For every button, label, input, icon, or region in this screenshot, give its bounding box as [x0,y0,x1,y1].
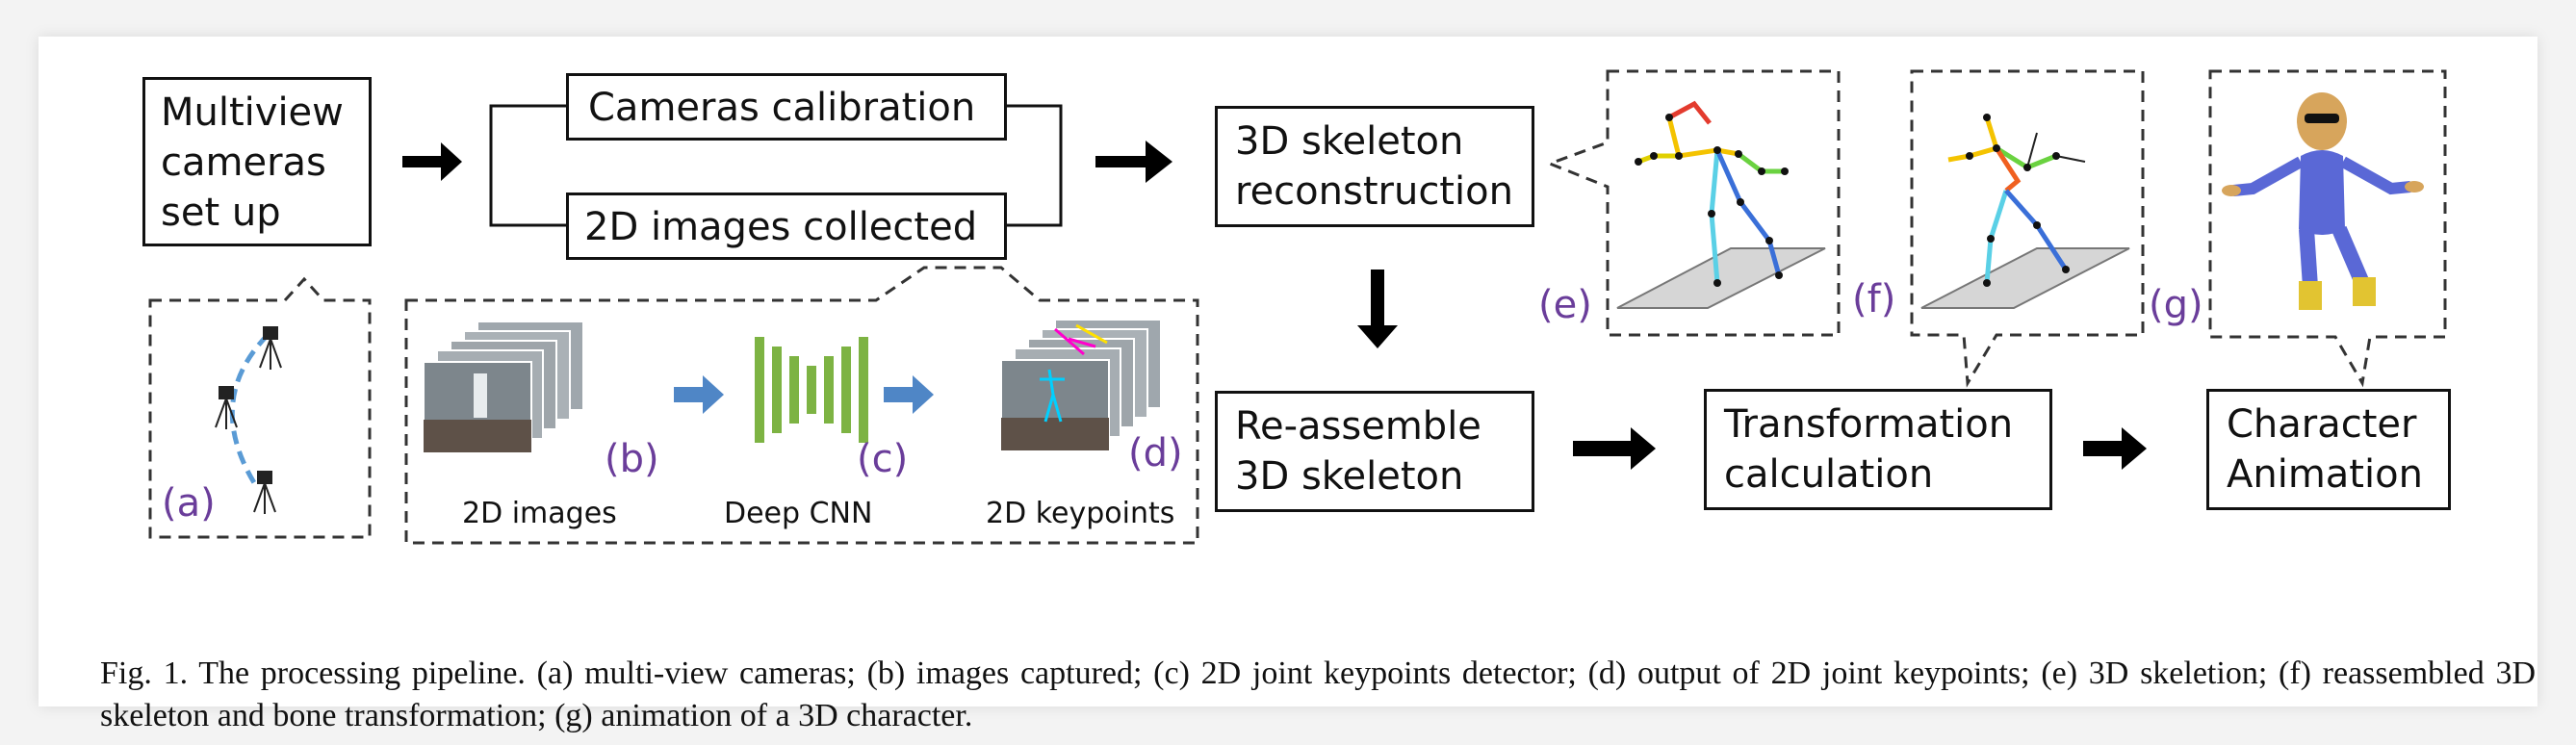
label-e: (e) [1538,283,1592,327]
collected-label: 2D images collected [584,205,978,249]
figure-card: Multiview cameras set up Cameras calibra… [39,37,2537,733]
multiview-box: Multiview cameras set up [142,77,372,246]
callout-bcd [404,266,1199,545]
figure-caption: Fig. 1. The processing pipeline. (a) mul… [100,655,2536,733]
calibration-box: Cameras calibration [566,73,1007,141]
caption-deep-cnn: Deep CNN [724,497,873,530]
pipeline-graphics [148,69,2447,545]
camera-arc [229,333,270,491]
collected-box: 2D images collected [566,193,1007,260]
character-g [2222,92,2424,310]
bracket-right [1007,104,1063,227]
calibration-label: Cameras calibration [588,86,976,130]
skeleton-f [1920,114,2130,309]
blue-arrow-1 [674,375,724,414]
reassemble-box: Re-assemble 3D skeleton [1215,391,1534,512]
label-d: (d) [1128,431,1183,475]
callout-a [148,276,372,539]
cnn-bars [755,337,868,443]
label-g: (g) [2149,283,2203,327]
blue-arrow-2 [884,375,934,414]
label-f: (f) [1852,277,1896,321]
arrow-down [1357,270,1398,348]
arrow-3 [1573,427,1656,470]
animation-box: Character Animation [2206,389,2451,510]
arrow-2 [1095,141,1172,183]
image-stack-d [1000,319,1162,451]
label-c: (c) [857,437,909,481]
transformation-box: Transformation calculation [1704,389,2052,510]
label-a: (a) [162,481,216,526]
multiview-label: Multiview cameras set up [161,90,344,235]
transformation-label: Transformation calculation [1724,402,2014,497]
reconstruction-label: 3D skeleton reconstruction [1235,119,1513,214]
animation-label: Character Animation [2227,402,2423,497]
caption-2d-images: 2D images [462,497,617,530]
callout-e [1545,69,1841,337]
image-stack-b [423,321,584,453]
callout-g [2208,69,2447,388]
reassemble-label: Re-assemble 3D skeleton [1235,404,1481,499]
bracket-left [489,104,566,227]
camera-icon [215,326,282,514]
arrow-1 [402,142,462,181]
callout-f [1910,69,2145,388]
reconstruction-box: 3D skeleton reconstruction [1215,106,1534,227]
arrow-4 [2083,427,2147,470]
label-b: (b) [605,437,659,481]
caption-2d-keypoints: 2D keypoints [986,497,1175,530]
skeleton-e [1616,100,1826,309]
